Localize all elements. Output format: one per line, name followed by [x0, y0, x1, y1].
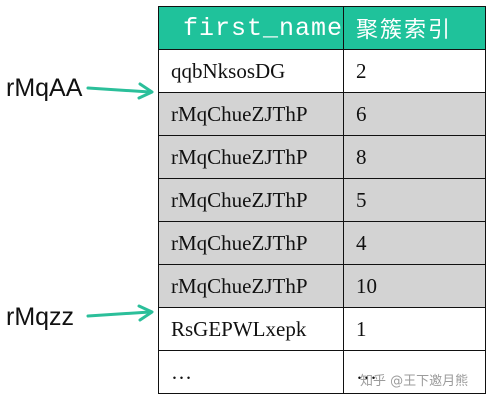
arrow-right-icon: [86, 304, 154, 322]
first-name-cell: …: [157, 350, 345, 394]
clustered-index-cell: 6: [343, 92, 487, 136]
first-name-cell: qqbNksosDG: [157, 49, 345, 93]
first-name-cell: rMqChueZJThP: [157, 135, 345, 179]
arrow-right-icon: [86, 82, 154, 100]
range-start-label: rMqAA: [6, 74, 83, 102]
column-header-clustered-index: 聚簇索引: [343, 6, 487, 50]
first-name-cell: rMqChueZJThP: [157, 92, 345, 136]
watermark: 知乎 @王下邀月熊: [360, 374, 469, 389]
column-header-first-name: first_name: [157, 6, 345, 50]
first-name-cell: RsGEPWLxepk: [157, 307, 345, 351]
clustered-index-cell: 8: [343, 135, 487, 179]
first-name-cell: rMqChueZJThP: [157, 264, 345, 308]
first-name-cell: rMqChueZJThP: [157, 221, 345, 265]
clustered-index-cell: …: [343, 350, 487, 394]
table-header-row: first_name 聚簇索引: [157, 6, 487, 50]
first-name-cell: rMqChueZJThP: [157, 178, 345, 222]
table-row: ……: [157, 350, 487, 394]
clustered-index-cell: 10: [343, 264, 487, 308]
clustered-index-cell: 1: [343, 307, 487, 351]
clustered-index-cell: 4: [343, 221, 487, 265]
clustered-index-cell: 5: [343, 178, 487, 222]
range-end-label: rMqzz: [6, 303, 75, 331]
clustered-index-cell: 2: [343, 49, 487, 93]
